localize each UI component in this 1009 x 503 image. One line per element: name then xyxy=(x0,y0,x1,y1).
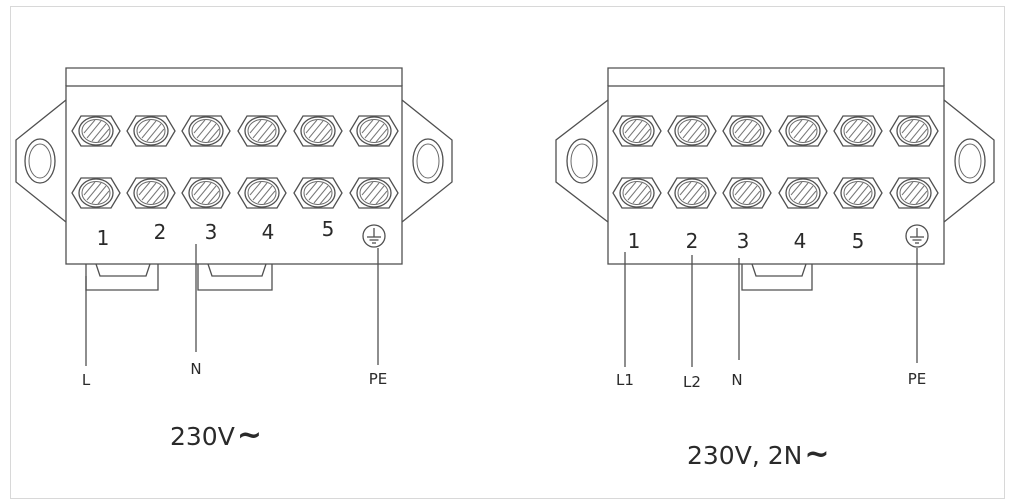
voltage-label-left: 230V~ xyxy=(170,418,262,453)
terminal-number: 1 xyxy=(628,229,641,253)
terminal-number: 4 xyxy=(262,220,275,244)
terminal-number: 1 xyxy=(97,226,110,250)
screw-terminal-icon xyxy=(293,177,343,209)
screw-terminal-icon xyxy=(833,115,883,147)
screw-terminal-icon xyxy=(612,177,662,209)
mounting-hole-icon xyxy=(954,138,986,184)
wires-left xyxy=(85,244,379,366)
screw-terminal-icon xyxy=(126,177,176,209)
screw-terminal-icon xyxy=(237,115,287,147)
screw-terminal-icon xyxy=(126,115,176,147)
terminal-number: 3 xyxy=(737,229,750,253)
terminal-block-left: 1 2 3 4 5 xyxy=(15,67,453,291)
mounting-hole-icon xyxy=(566,138,598,184)
screw-terminal-icon xyxy=(889,177,939,209)
wire-label-pe: PE xyxy=(369,370,388,388)
screw-terminal-icon xyxy=(71,115,121,147)
diagram-frame xyxy=(10,6,1005,499)
terminal-number: 2 xyxy=(686,229,699,253)
wire-label-l2: L2 xyxy=(683,373,701,391)
screw-terminal-icon xyxy=(349,177,399,209)
screw-terminal-icon xyxy=(667,177,717,209)
terminal-block-right: 1 2 3 4 5 xyxy=(555,67,995,291)
screw-terminal-icon xyxy=(612,115,662,147)
terminal-number: 5 xyxy=(852,229,865,253)
screw-terminal-icon xyxy=(833,177,883,209)
ground-symbol-icon xyxy=(905,224,929,248)
wire-label-n: N xyxy=(731,371,742,389)
screw-terminal-icon xyxy=(722,115,772,147)
mounting-hole-icon xyxy=(24,138,56,184)
wires-right xyxy=(624,248,918,367)
wire-label-l: L xyxy=(82,371,91,389)
screw-terminal-icon xyxy=(778,115,828,147)
wire-label-pe: PE xyxy=(908,370,927,388)
screw-terminal-icon xyxy=(722,177,772,209)
wire-label-n: N xyxy=(190,360,201,378)
screw-terminal-icon xyxy=(181,115,231,147)
terminal-number: 3 xyxy=(205,220,218,244)
screw-terminal-icon xyxy=(71,177,121,209)
wire-label-l1: L1 xyxy=(616,371,634,389)
screw-terminal-icon xyxy=(181,177,231,209)
mounting-hole-icon xyxy=(412,138,444,184)
screw-terminal-icon xyxy=(237,177,287,209)
terminal-number: 4 xyxy=(794,229,807,253)
screw-terminal-icon xyxy=(293,115,343,147)
terminal-number: 5 xyxy=(322,217,335,241)
screw-terminal-icon xyxy=(889,115,939,147)
terminal-number: 2 xyxy=(154,220,167,244)
ground-symbol-icon xyxy=(362,224,386,248)
voltage-label-right: 230V, 2N~ xyxy=(687,437,829,472)
screw-terminal-icon xyxy=(778,177,828,209)
screw-terminal-icon xyxy=(667,115,717,147)
screw-terminal-icon xyxy=(349,115,399,147)
